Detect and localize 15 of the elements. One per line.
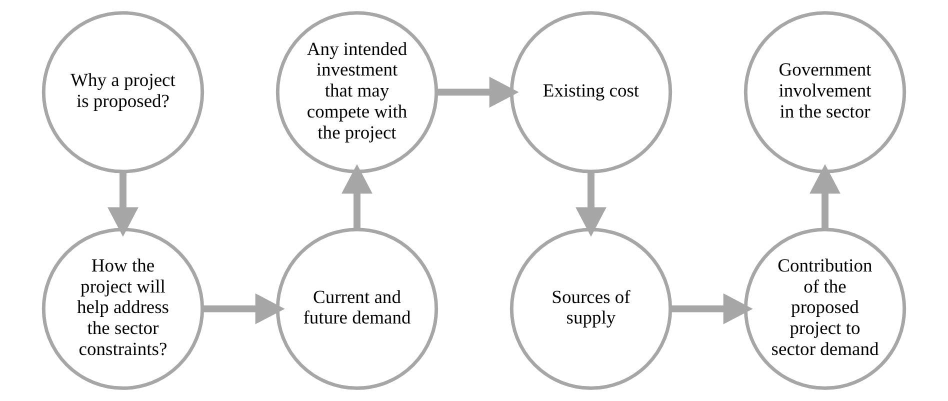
node-circle: Sources of supply	[510, 228, 672, 390]
node-circle: Existing cost	[510, 11, 672, 174]
arrow	[108, 172, 138, 237]
arrow	[436, 76, 519, 108]
node-circle: Government involvement in the sector	[744, 11, 906, 174]
arrow	[202, 293, 285, 324]
node-circle: How the project will help address the sector constraints?	[42, 228, 204, 390]
node-circle: Current and future demand	[276, 228, 438, 390]
node-circle: Contribution of the proposed project to sector demand	[744, 228, 906, 390]
arrow	[810, 164, 840, 230]
arrow	[342, 164, 372, 230]
node-circle: Any intended investment that may compete with the project	[276, 11, 438, 174]
arrow	[670, 293, 753, 324]
arrow	[576, 172, 606, 237]
node-circle: Why a project is proposed?	[42, 11, 204, 174]
